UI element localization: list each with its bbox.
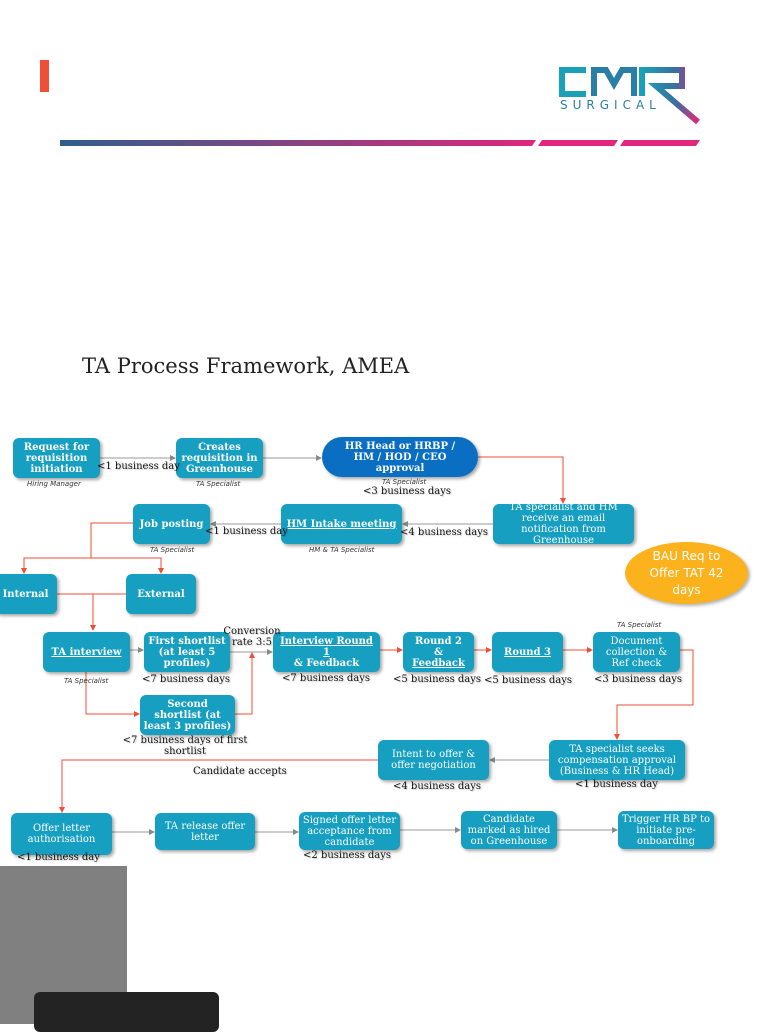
duration-label: <4 business days	[393, 781, 482, 792]
role-label: TA Specialist	[64, 677, 109, 685]
node-approval[interactable]: HR Head or HRBP / HM / HOD / CEO approva…	[322, 437, 478, 477]
duration-label: <1 business day	[205, 526, 288, 537]
node-email-notification[interactable]: TA specialist and HM receive an email no…	[493, 504, 634, 544]
duration-label: <1 business day	[575, 779, 658, 790]
hm-intake-link[interactable]: HM Intake meeting	[286, 518, 397, 530]
role-label: TA Specialist	[150, 546, 195, 554]
duration-label: <5 business days	[484, 675, 573, 686]
node-release-offer[interactable]: TA release offer letter	[155, 813, 255, 850]
accent-bar	[40, 60, 49, 92]
page-title: TA Process Framework, AMEA	[82, 354, 410, 378]
node-job-posting[interactable]: Job posting	[133, 504, 210, 544]
role-label: HM & TA Specialist	[309, 546, 375, 554]
node-creates-requisition[interactable]: Creates requisition in Greenhouse	[176, 438, 263, 478]
node-signed-offer[interactable]: Signed offer letter acceptance from cand…	[299, 812, 400, 850]
round-2-feedback-link[interactable]: Feedback	[412, 657, 465, 669]
node-intent-to-offer[interactable]: Intent to offer & offer negotiation	[378, 740, 489, 780]
duration-label: <2 business days	[303, 850, 392, 861]
logo-mark-icon	[559, 67, 700, 125]
interview-round-1-link[interactable]: Interview Round 1	[280, 635, 373, 658]
role-label: TA Specialist	[617, 621, 662, 629]
logo-subtext: SURGICAL	[560, 98, 661, 112]
duration-label: <5 business days	[393, 674, 482, 685]
role-label: TA Specialist	[196, 480, 241, 488]
node-round-2[interactable]: Round 2&Feedback	[403, 632, 474, 672]
cmr-logo: SURGICAL	[556, 62, 706, 126]
node-interview-round-1[interactable]: Interview Round 1& Feedback	[273, 632, 380, 672]
node-second-shortlist[interactable]: Second shortlist (at least 3 profiles)	[140, 695, 235, 735]
role-label: TA Specialist	[382, 478, 427, 486]
node-internal[interactable]: Internal	[0, 574, 57, 614]
role-label: Hiring Manager	[27, 480, 81, 488]
candidate-accepts-label: Candidate accepts	[193, 766, 287, 777]
header-divider	[60, 140, 700, 146]
node-request[interactable]: Request for requisition initiation	[13, 438, 100, 478]
duration-label: <1 business day	[97, 461, 180, 472]
round-2-amp: &	[433, 646, 444, 658]
duration-label: <3 business days	[363, 486, 452, 497]
conversion-rate: Conversion rate 3:5	[223, 626, 281, 648]
node-compensation-approval[interactable]: TA specialist seeks compensation approva…	[549, 740, 685, 780]
ta-interview-link[interactable]: TA interview	[51, 646, 122, 658]
node-round-3[interactable]: Round 3	[492, 632, 563, 672]
bau-badge: BAU Req to Offer TAT 42 days	[625, 542, 748, 604]
duration-label: <1 business day	[17, 852, 100, 863]
round-3-link[interactable]: Round 3	[504, 646, 551, 658]
node-hm-intake[interactable]: HM Intake meeting	[281, 504, 402, 544]
bau-text: BAU Req to Offer TAT 42 days	[649, 548, 724, 597]
node-first-shortlist[interactable]: First shortlist (at least 5 profiles)	[144, 632, 230, 672]
node-external[interactable]: External	[126, 574, 196, 614]
duration-label: <7 business days	[142, 674, 231, 685]
duration-label: <3 business days	[594, 674, 683, 685]
node-trigger-hrbp[interactable]: Trigger HR BP to initiate pre-onboarding	[618, 811, 714, 849]
node-document-collection[interactable]: Document collection & Ref check	[593, 632, 680, 672]
node-marked-hired[interactable]: Candidate marked as hired on Greenhouse	[461, 811, 557, 849]
round-1-feedback: & Feedback	[293, 657, 360, 669]
round-2-label: Round 2	[415, 635, 462, 647]
node-ta-interview[interactable]: TA interview	[43, 632, 130, 672]
duration-label: <7 business days	[282, 673, 371, 684]
node-offer-authorisation[interactable]: Offer letter authorisation	[11, 813, 112, 855]
duration-label: <7 business days of first shortlist	[122, 735, 248, 757]
duration-label: <4 business days	[400, 527, 489, 538]
dark-panel	[34, 992, 219, 1032]
